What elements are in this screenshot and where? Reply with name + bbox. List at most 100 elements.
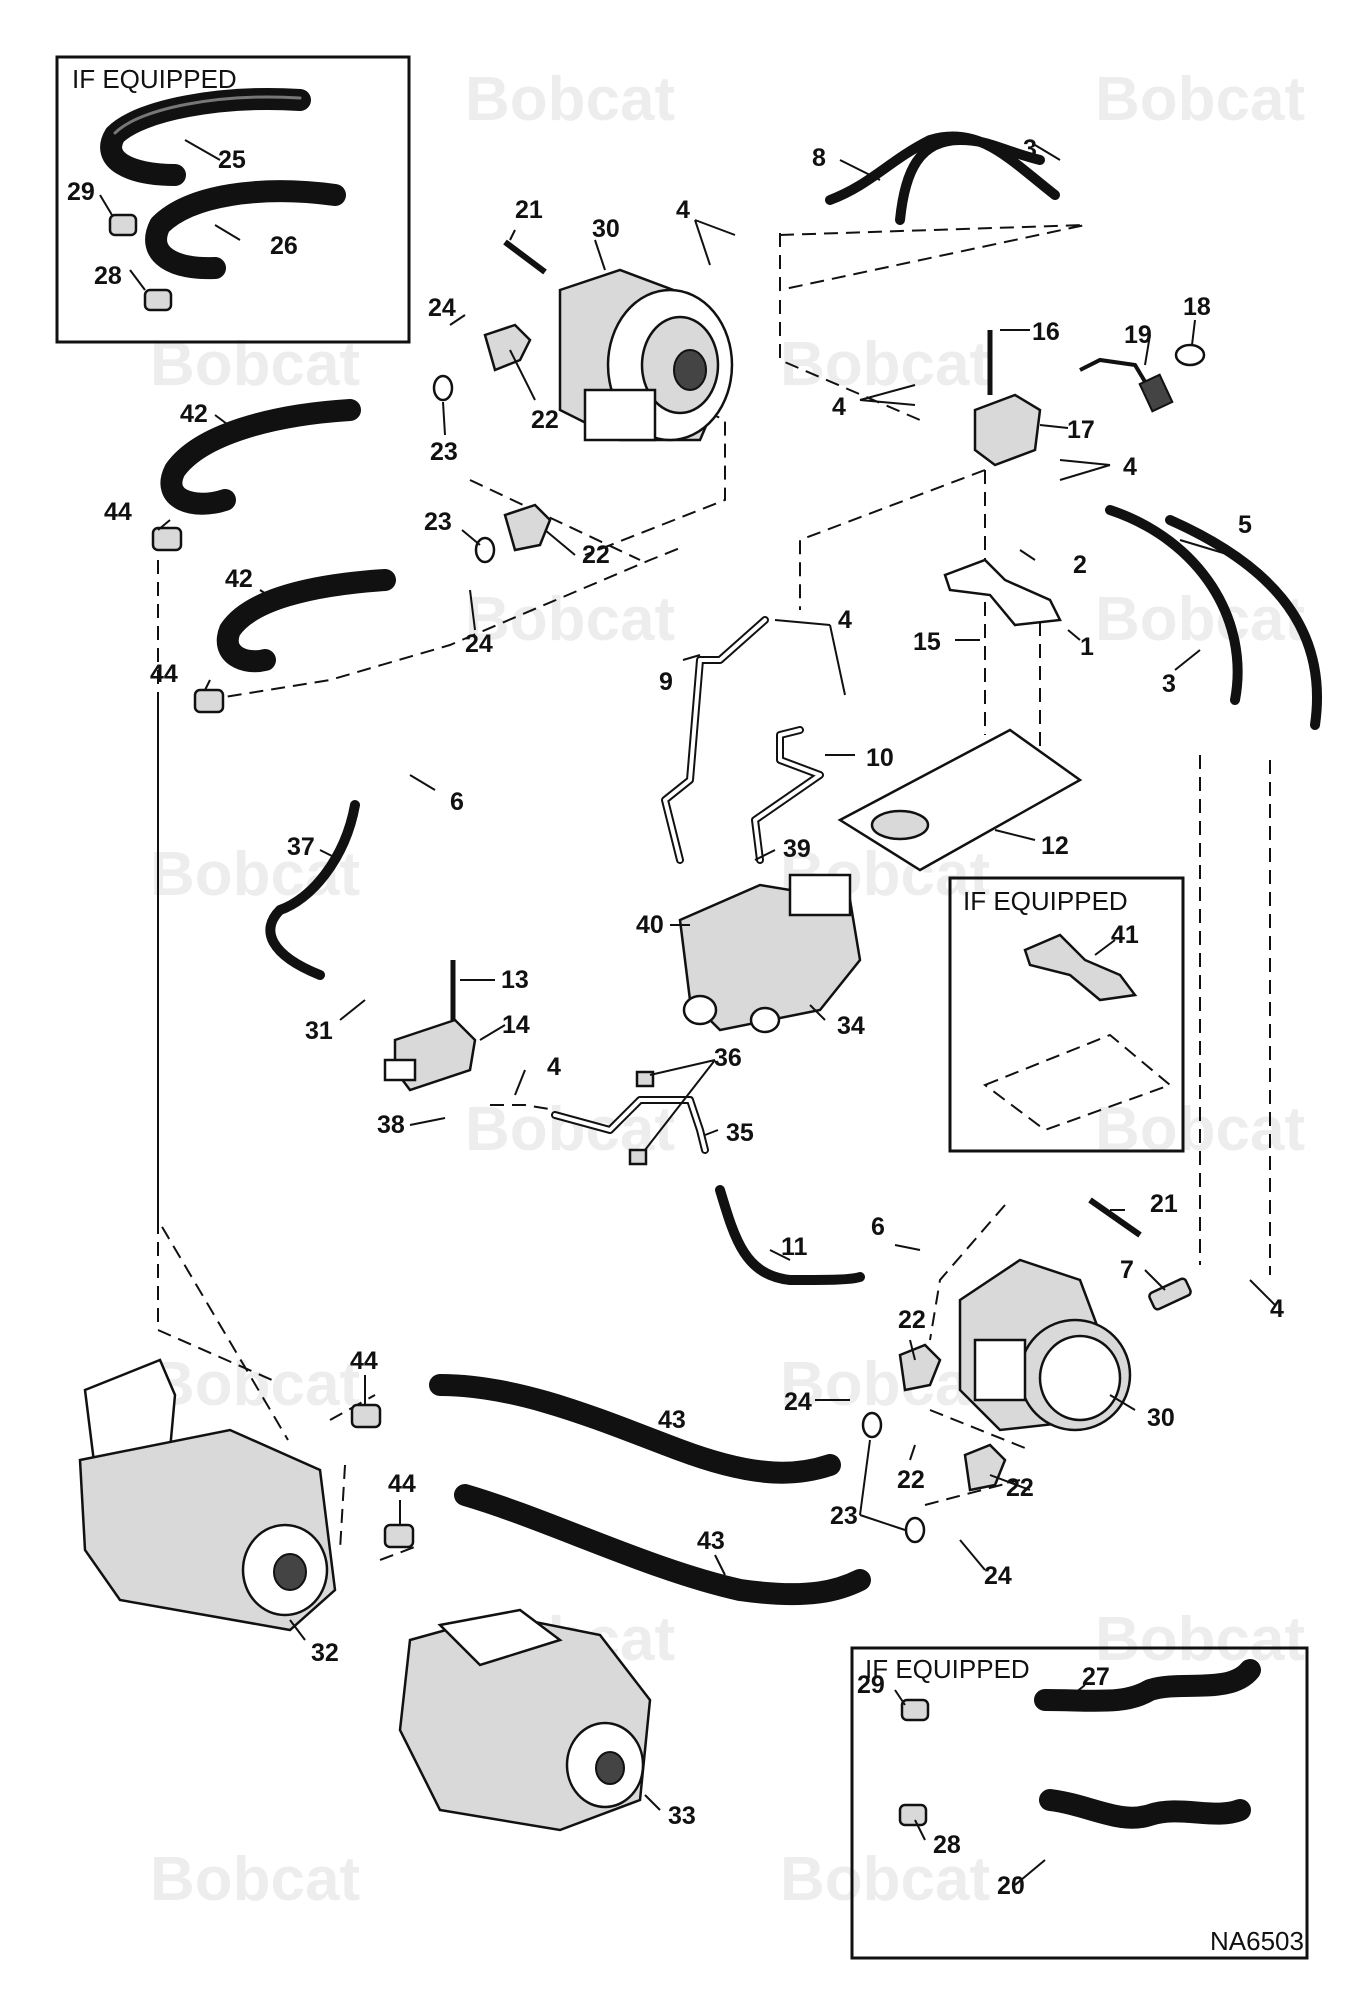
hose-3-upper bbox=[895, 135, 1045, 225]
leader bbox=[1144, 1269, 1166, 1291]
callout-10: 10 bbox=[866, 744, 894, 772]
watermark: Bobcat bbox=[465, 585, 675, 654]
leader bbox=[1019, 549, 1036, 561]
leader bbox=[319, 849, 341, 861]
adapter-44 bbox=[350, 1403, 382, 1429]
leader bbox=[157, 519, 171, 531]
callout-3: 3 bbox=[1023, 135, 1037, 163]
callout-29: 29 bbox=[857, 1671, 885, 1699]
hose-37 bbox=[265, 800, 360, 980]
hose-3-right bbox=[1105, 505, 1243, 705]
callout-24: 24 bbox=[984, 1562, 1012, 1590]
callout-15: 15 bbox=[913, 628, 941, 656]
callout-40: 40 bbox=[636, 911, 664, 939]
leader bbox=[289, 1619, 306, 1641]
leader bbox=[204, 679, 211, 691]
callout-22: 22 bbox=[897, 1466, 925, 1494]
watermark: Bobcat bbox=[780, 1350, 990, 1419]
routing-line bbox=[157, 560, 273, 1381]
sensor-wire-19 bbox=[1079, 357, 1152, 392]
adapter-44 bbox=[193, 688, 225, 714]
hose-8 bbox=[825, 131, 1060, 205]
leader bbox=[449, 314, 466, 326]
block-fitting bbox=[383, 1058, 417, 1082]
leader bbox=[1249, 1279, 1276, 1306]
leader bbox=[674, 1444, 691, 1451]
leader bbox=[1179, 539, 1231, 556]
callout-44: 44 bbox=[388, 1470, 416, 1498]
leader bbox=[259, 589, 276, 601]
leader bbox=[994, 829, 1036, 841]
routing-line bbox=[379, 1544, 421, 1561]
leader bbox=[1014, 1859, 1046, 1886]
tube-35-inner bbox=[553, 1098, 707, 1152]
leader bbox=[409, 1117, 446, 1126]
if-equipped-box-top-left bbox=[55, 55, 411, 344]
clip-36 bbox=[628, 1148, 648, 1166]
callout-4: 4 bbox=[676, 196, 690, 224]
leader bbox=[1144, 334, 1151, 366]
leader bbox=[769, 1249, 791, 1261]
pump-shaft bbox=[273, 1553, 307, 1591]
leader bbox=[909, 1444, 916, 1461]
watermark: Bobcat bbox=[1095, 65, 1305, 134]
callout-27: 27 bbox=[1082, 1663, 1110, 1691]
callout-1: 1 bbox=[1080, 633, 1094, 661]
callout-13: 13 bbox=[501, 966, 529, 994]
callout-24: 24 bbox=[784, 1388, 812, 1416]
o-ring-23 bbox=[904, 1516, 926, 1544]
callout-22: 22 bbox=[531, 406, 559, 434]
callout-22: 22 bbox=[1006, 1474, 1034, 1502]
pin-21 bbox=[503, 239, 547, 275]
leader bbox=[1191, 319, 1196, 346]
callout-35: 35 bbox=[726, 1119, 754, 1147]
leader bbox=[469, 589, 476, 631]
callout-22: 22 bbox=[582, 541, 610, 569]
box-mid-right-content bbox=[982, 933, 1172, 1132]
leader bbox=[214, 224, 241, 241]
leader bbox=[1059, 459, 1111, 481]
callout-3: 3 bbox=[1162, 670, 1176, 698]
callout-20: 20 bbox=[997, 1872, 1025, 1900]
hydrostatic-pump-33 bbox=[398, 1608, 652, 1832]
callout-12: 12 bbox=[1041, 832, 1069, 860]
leader bbox=[544, 529, 576, 556]
leader bbox=[1174, 649, 1201, 671]
callout-44: 44 bbox=[104, 498, 132, 526]
callout-8: 8 bbox=[812, 144, 826, 172]
leader bbox=[1109, 1394, 1136, 1411]
fitting-7 bbox=[1148, 1277, 1192, 1311]
plate-boss bbox=[870, 809, 930, 841]
hose-11 bbox=[715, 1185, 865, 1285]
callout-23: 23 bbox=[430, 438, 458, 466]
leader bbox=[704, 1129, 719, 1136]
clamp-22 bbox=[963, 1443, 1007, 1492]
leader bbox=[894, 1689, 906, 1706]
leader bbox=[1059, 1684, 1086, 1706]
callout-6: 6 bbox=[871, 1213, 885, 1241]
adapter-28 bbox=[143, 288, 173, 312]
callout-19: 19 bbox=[1124, 321, 1152, 349]
routing-line bbox=[157, 700, 289, 1441]
tube-9 bbox=[661, 616, 769, 864]
leader bbox=[959, 1539, 986, 1571]
leader bbox=[839, 159, 881, 181]
callout-17: 17 bbox=[1067, 416, 1095, 444]
callout-34: 34 bbox=[837, 1012, 865, 1040]
motor-shaft bbox=[673, 349, 707, 391]
components bbox=[78, 213, 1206, 1832]
leader bbox=[514, 1069, 526, 1096]
pump-shaft bbox=[595, 1751, 625, 1785]
callout-4: 4 bbox=[838, 606, 852, 634]
callout-33: 33 bbox=[668, 1802, 696, 1830]
leader bbox=[1094, 939, 1116, 956]
leader bbox=[809, 1004, 826, 1021]
motor-port-block bbox=[583, 388, 657, 442]
callout-42: 42 bbox=[180, 400, 208, 428]
leader bbox=[894, 1244, 921, 1251]
callout-41: 41 bbox=[1111, 921, 1139, 949]
callout-25: 25 bbox=[218, 146, 246, 174]
clip-36 bbox=[635, 1070, 655, 1088]
callout-21: 21 bbox=[515, 196, 543, 224]
hose-27 bbox=[1034, 1659, 1261, 1712]
